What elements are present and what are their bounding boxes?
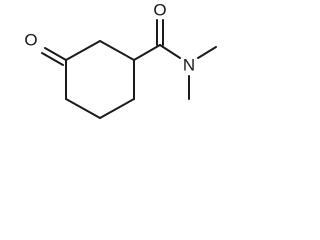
ketone-oxygen-label: O xyxy=(24,30,37,49)
cyclohexane-ring xyxy=(65,40,135,119)
ring-bond xyxy=(99,40,135,61)
carbonyl-to-nitrogen-bond xyxy=(159,44,181,59)
ketone-double-bond xyxy=(41,47,67,66)
bond-line xyxy=(41,52,64,66)
ring-bond xyxy=(99,98,135,119)
amide-nitrogen-label: N xyxy=(183,55,195,74)
ring-to-carbonyl-bond xyxy=(133,44,161,61)
n-methyl-bond-upper xyxy=(197,46,217,59)
ring-bond xyxy=(65,40,101,61)
ring-bond xyxy=(65,98,101,119)
amide-double-bond xyxy=(156,19,164,46)
bond-line xyxy=(44,47,67,61)
amide-oxygen-label: O xyxy=(153,0,166,19)
structure-diagram: O O N xyxy=(24,0,217,119)
